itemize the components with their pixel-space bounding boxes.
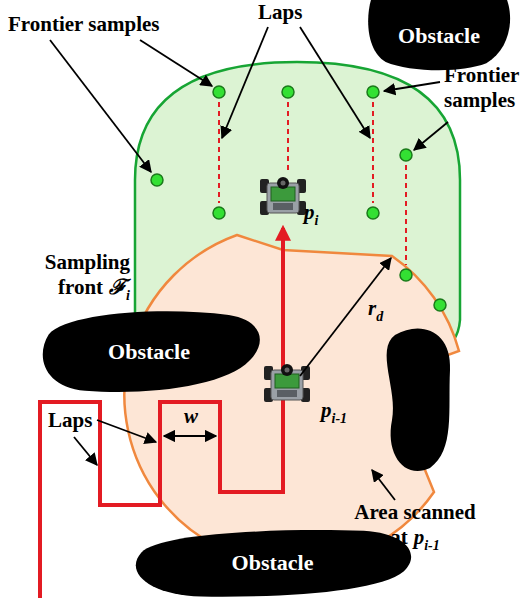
text-stack: Obstacle bbox=[365, 0, 513, 72]
label-group: Area scanned atpi-1 bbox=[348, 500, 482, 552]
width-arrow bbox=[164, 435, 216, 437]
label-group: Laps bbox=[48, 408, 92, 433]
obstacle: Obstacle bbox=[365, 0, 513, 72]
text-stack: Obstacle bbox=[35, 308, 263, 396]
subscript: i-1 bbox=[332, 411, 348, 426]
radius-arrow bbox=[300, 258, 391, 376]
subscript: i-1 bbox=[424, 538, 440, 553]
label-group: Frontier samples bbox=[444, 63, 530, 113]
laps-label: Laps bbox=[258, 0, 302, 24]
label-group: pi bbox=[304, 200, 318, 227]
obstacle: Obstacle bbox=[130, 528, 415, 598]
robot-icon bbox=[264, 364, 310, 402]
robot-icon bbox=[260, 177, 306, 215]
subscript: i bbox=[315, 213, 319, 228]
label-group: Frontier samples bbox=[8, 12, 159, 37]
lap-lines bbox=[219, 102, 406, 265]
label-group: rd bbox=[368, 296, 383, 323]
frontier-samples bbox=[151, 86, 446, 311]
laps-label: Laps bbox=[48, 408, 92, 432]
position-label: p bbox=[321, 398, 332, 422]
label-group: Sampling frontℱi bbox=[36, 250, 130, 302]
label-group: pi-1 bbox=[321, 398, 347, 425]
frontier-label: Frontier samples bbox=[8, 12, 159, 36]
obstacle-outline bbox=[43, 311, 260, 392]
obstacle-outline bbox=[368, 0, 510, 70]
text-stack: Obstacle bbox=[130, 528, 415, 598]
obstacle-outline bbox=[136, 530, 411, 597]
label-group: Laps bbox=[258, 0, 302, 25]
radius-label: r bbox=[368, 296, 376, 320]
obstacle-label: Obstacle bbox=[108, 339, 190, 365]
label-group: w bbox=[184, 404, 198, 429]
subscript: d bbox=[376, 309, 383, 324]
obstacle: Obstacle bbox=[35, 308, 263, 396]
position-label: p bbox=[414, 525, 425, 549]
obstacle-label: Obstacle bbox=[232, 550, 314, 576]
subscript: i bbox=[126, 288, 130, 303]
set-symbol: ℱ bbox=[109, 275, 126, 299]
width-label: w bbox=[184, 404, 198, 428]
obstacle-label: Obstacle bbox=[398, 23, 480, 49]
obstacle-shape bbox=[387, 328, 450, 471]
frontier-label: Frontier samples bbox=[444, 63, 519, 112]
position-label: p bbox=[304, 200, 315, 224]
